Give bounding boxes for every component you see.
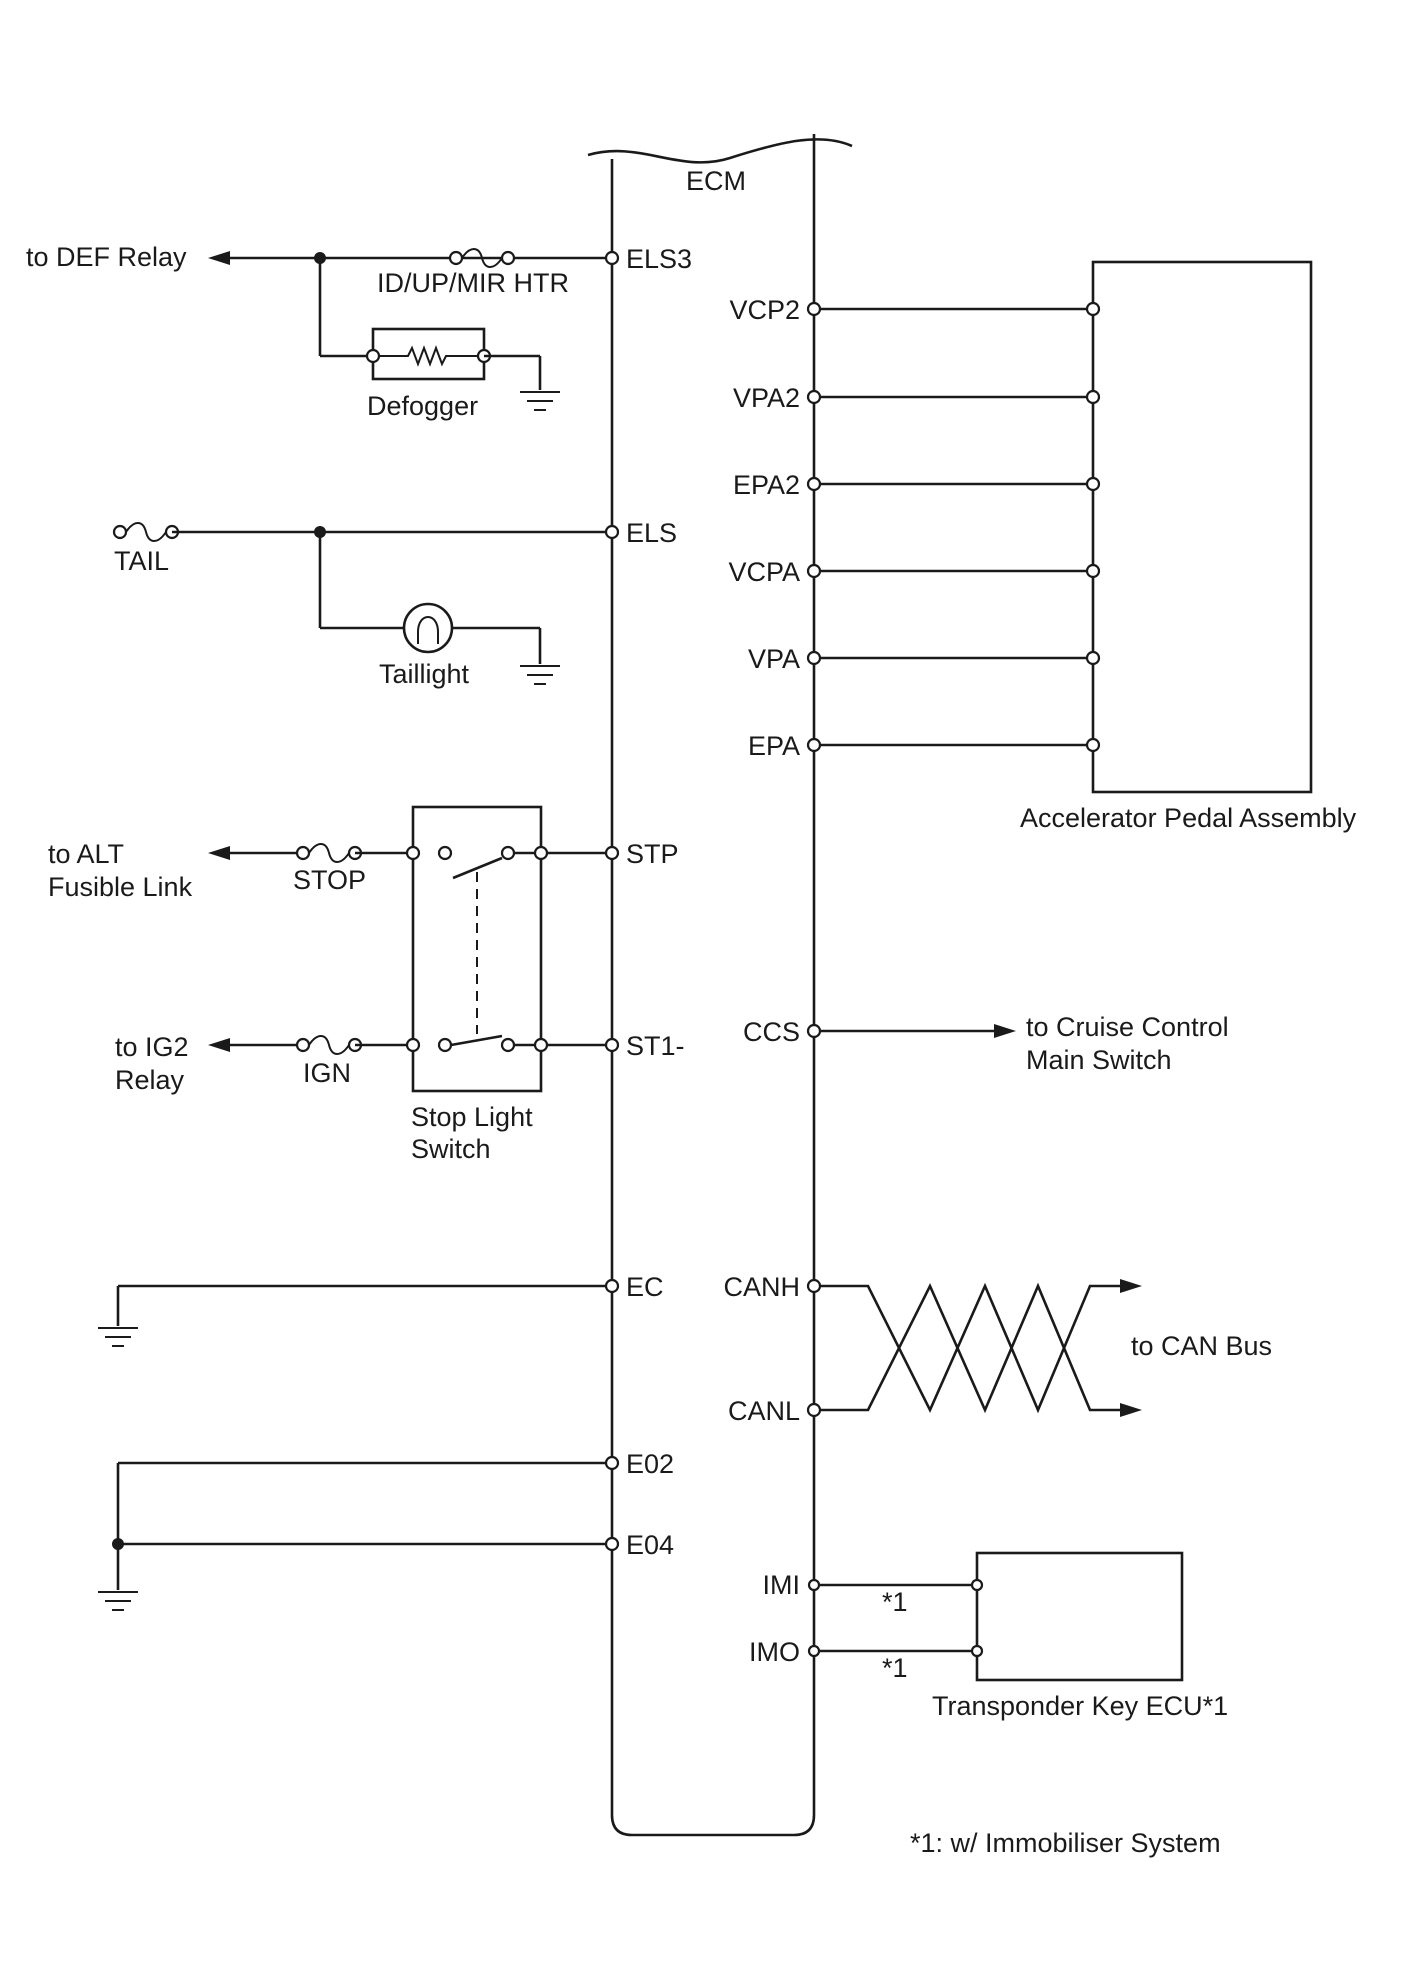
tail-fuse-icon xyxy=(112,521,180,543)
canh-label: CANH xyxy=(723,1272,800,1302)
pedal-assembly-label: Accelerator Pedal Assembly xyxy=(1020,803,1357,833)
def-relay-arrow xyxy=(208,251,230,265)
els3-circuit: to DEF Relay ID/UP/MIR HTR Defogger ELS3 xyxy=(26,242,692,421)
ecm-label: ECM xyxy=(686,166,746,196)
taillight-icon xyxy=(402,602,454,654)
els-circuit: TAIL Taillight ELS xyxy=(112,518,677,689)
accelerator-pedal-assembly-box xyxy=(1091,260,1313,794)
epa2-label: EPA2 xyxy=(733,470,800,500)
cruise-arrow xyxy=(994,1024,1016,1038)
stop-light-switch-icon xyxy=(405,805,549,1093)
imo-note: *1 xyxy=(882,1653,908,1683)
cruise-label-line2: Main Switch xyxy=(1026,1045,1172,1075)
imi-label: IMI xyxy=(763,1570,801,1600)
vcp2-label: VCP2 xyxy=(729,295,800,325)
canl-arrow xyxy=(1120,1403,1142,1417)
defogger-label: Defogger xyxy=(367,391,478,421)
defogger-icon xyxy=(365,327,492,381)
transponder-circuit: IMI IMO *1 *1 Transponder Key ECU*1 xyxy=(749,1551,1228,1721)
taillight-ground-icon xyxy=(519,665,561,685)
accelerator-pedal-circuit: Accelerator Pedal Assembly VCP2 VPA2 EPA… xyxy=(728,260,1357,833)
ground-circuits: EC E02 E04 xyxy=(97,1272,674,1611)
els3-label: ELS3 xyxy=(626,244,692,274)
cruise-control-circuit: CCS to Cruise Control Main Switch xyxy=(743,1012,1229,1075)
ecm-body: ECM xyxy=(587,134,853,1837)
st1-label: ST1- xyxy=(626,1031,685,1061)
stp-terminal xyxy=(604,845,620,861)
stop-light-switch-circuit: to ALT Fusible Link STOP to IG2 Relay IG… xyxy=(48,805,685,1164)
ig2-label-line1: to IG2 xyxy=(115,1032,189,1062)
alt-label-line2: Fusible Link xyxy=(48,872,193,902)
alt-label-line1: to ALT xyxy=(48,839,124,869)
els-label: ELS xyxy=(626,518,677,548)
stop-light-switch-label-line2: Switch xyxy=(411,1134,491,1164)
taillight-label: Taillight xyxy=(379,659,470,689)
ec-label: EC xyxy=(626,1272,664,1302)
vpa-label: VPA xyxy=(748,644,800,674)
vpa2-label: VPA2 xyxy=(733,383,800,413)
stop-fuse-label: STOP xyxy=(293,865,366,895)
defogger-ground-icon xyxy=(519,391,561,411)
ig2-label-line2: Relay xyxy=(115,1065,185,1095)
stop-light-switch-label-line1: Stop Light xyxy=(411,1102,533,1132)
canh-arrow xyxy=(1120,1279,1142,1293)
e02-label: E02 xyxy=(626,1449,674,1479)
ig2-arrow xyxy=(208,1038,230,1052)
tail-fuse-label: TAIL xyxy=(114,546,169,576)
htr-fuse-icon xyxy=(448,247,516,269)
els3-terminal xyxy=(604,250,620,266)
e04-label: E04 xyxy=(626,1530,674,1560)
can-bus-label: to CAN Bus xyxy=(1131,1331,1272,1361)
e04-terminal xyxy=(604,1536,620,1552)
ccs-label: CCS xyxy=(743,1017,800,1047)
def-relay-label: to DEF Relay xyxy=(26,242,187,272)
epa-label: EPA xyxy=(748,731,800,761)
alt-arrow xyxy=(208,846,230,860)
e02-terminal xyxy=(604,1455,620,1471)
ign-fuse-icon xyxy=(295,1034,363,1056)
imo-label: IMO xyxy=(749,1637,800,1667)
ec-ground-icon xyxy=(97,1327,139,1347)
els-terminal xyxy=(604,524,620,540)
transponder-key-ecu-box xyxy=(975,1551,1184,1682)
cruise-label-line1: to Cruise Control xyxy=(1026,1012,1229,1042)
stop-fuse-icon xyxy=(295,842,363,864)
stp-label: STP xyxy=(626,839,679,869)
htr-fuse-label: ID/UP/MIR HTR xyxy=(377,268,569,298)
footnote: *1: w/ Immobiliser System xyxy=(910,1828,1221,1858)
ign-fuse-label: IGN xyxy=(303,1058,351,1088)
e04-ground-icon xyxy=(97,1591,139,1611)
transponder-label: Transponder Key ECU*1 xyxy=(932,1691,1228,1721)
can-bus-circuit: CANH CANL to CAN Bus xyxy=(723,1272,1272,1426)
vcpa-label: VCPA xyxy=(728,557,800,587)
imi-note: *1 xyxy=(882,1587,908,1617)
canl-label: CANL xyxy=(728,1396,800,1426)
st1-terminal xyxy=(604,1037,620,1053)
ec-terminal xyxy=(604,1278,620,1294)
